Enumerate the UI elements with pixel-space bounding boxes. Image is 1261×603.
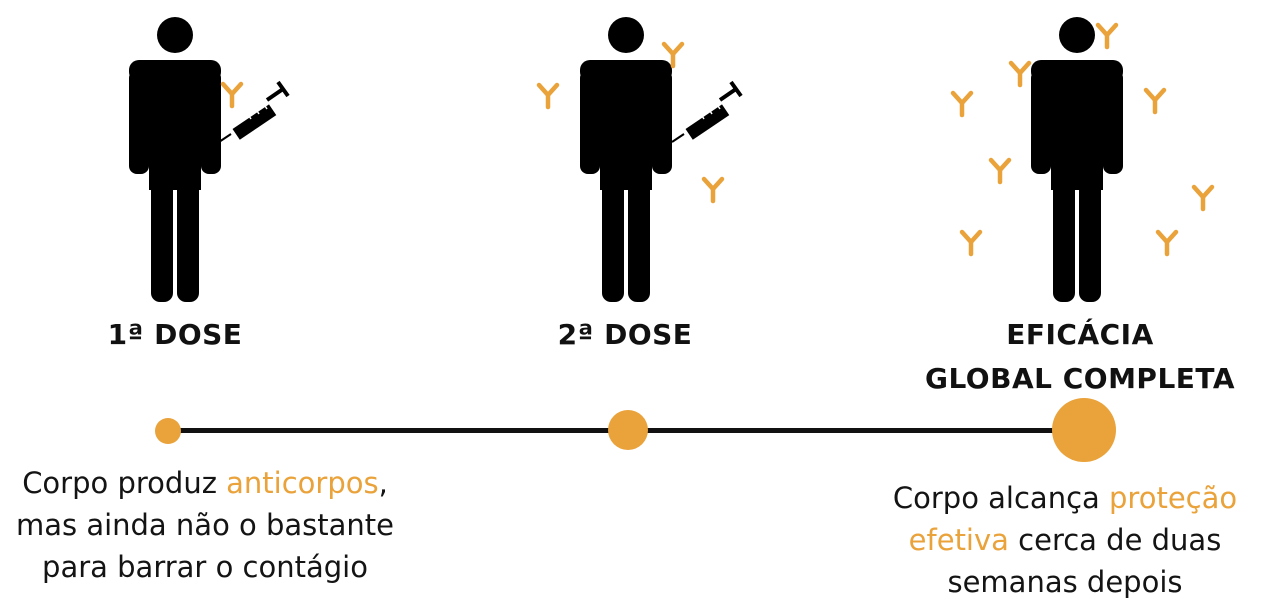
description-text: Corpo produz [22, 466, 227, 500]
antibody-icon [991, 160, 1009, 182]
stage-label-text-line1: EFICÁCIA [1006, 318, 1154, 351]
description-first-dose: Corpo produz anticorpos, mas ainda não o… [0, 462, 410, 588]
timeline-dot-second [608, 410, 648, 450]
antibody-icon [1158, 232, 1176, 254]
antibody-icon [704, 179, 722, 201]
antibody-icon [953, 93, 971, 115]
description-full-efficacy: Corpo alcança proteção efetiva cerca de … [880, 477, 1250, 603]
antibody-icon [223, 84, 241, 106]
antibody-icon [1011, 63, 1029, 85]
person-icon [1031, 17, 1123, 302]
description-text: Corpo alcança [892, 481, 1110, 515]
antibody-icon [1098, 25, 1116, 47]
description-text: cerca de duas [1008, 523, 1222, 557]
highlight-protection: proteção [1109, 481, 1238, 515]
description-line: para barrar o contágio [42, 550, 368, 584]
antibody-icon [1146, 90, 1164, 112]
antibody-icon [539, 85, 557, 107]
stage-label-full-efficacy: EFICÁCIA GLOBAL COMPLETA [920, 313, 1240, 401]
stage-label-text-line2: GLOBAL COMPLETA [924, 362, 1236, 395]
description-line: semanas depois [947, 565, 1183, 599]
highlight-effective: efetiva [908, 523, 1009, 557]
highlight-antibodies: anticorpos [226, 466, 379, 500]
timeline-dot-third [1052, 398, 1116, 462]
stage-label-text: 2ª DOSE [557, 318, 693, 351]
person-icon [580, 17, 672, 302]
stage-label-text: 1ª DOSE [107, 318, 243, 351]
syringe-icon [670, 80, 743, 144]
antibody-icon [1194, 187, 1212, 209]
person-icon [129, 17, 221, 302]
description-line: efetiva cerca de duas [880, 519, 1250, 561]
description-line: Corpo alcança proteção [880, 477, 1250, 519]
description-line: Corpo produz anticorpos, [0, 462, 410, 504]
stage-label-second-dose: 2ª DOSE [525, 313, 725, 357]
antibody-icon [962, 232, 980, 254]
description-text: , [378, 466, 388, 500]
stage-label-first-dose: 1ª DOSE [75, 313, 275, 357]
description-line: mas ainda não o bastante [15, 508, 395, 542]
timeline-dot-first [155, 418, 181, 444]
